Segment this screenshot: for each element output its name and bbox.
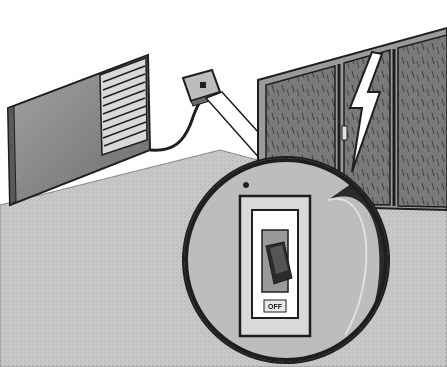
switch-label: OFF (268, 304, 283, 311)
wall-screw (243, 182, 249, 188)
air-conditioner-vent (100, 58, 147, 155)
window-handle (342, 126, 347, 140)
breaker-switch: OFF (240, 196, 310, 336)
